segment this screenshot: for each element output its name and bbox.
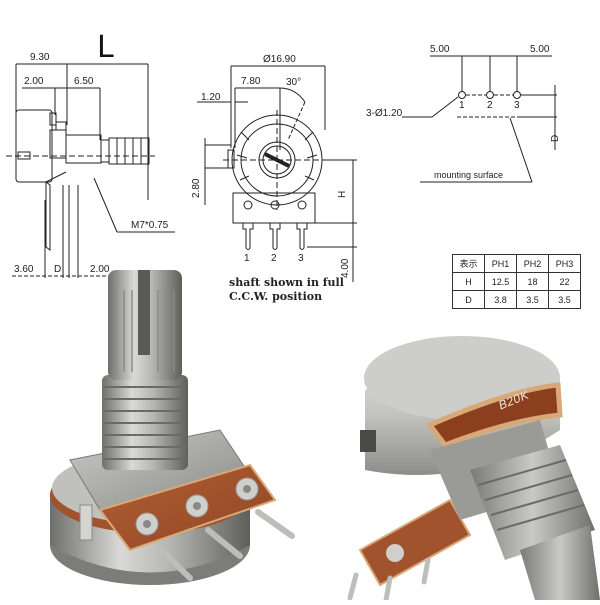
pcb-layout-drawing: 5.00 5.00 3-Ø1.20 1 2 3 D mounting surfa… bbox=[360, 30, 600, 200]
spec-table-header-cell: 表示 bbox=[452, 254, 485, 273]
front-pin-label-1: 1 bbox=[244, 253, 250, 264]
pcb-dimension-d-label: D bbox=[550, 134, 561, 142]
dimension-tab-width: 1.20 bbox=[201, 92, 221, 103]
dimension-tab-height: 2.80 bbox=[191, 178, 202, 198]
spec-table-row: H 12.5 18 22 bbox=[452, 272, 581, 291]
pcb-pin-label-3: 3 bbox=[514, 100, 520, 111]
spec-table-cell: 18 bbox=[516, 272, 549, 291]
dimension-left-pitch: 5.00 bbox=[430, 44, 450, 55]
angled-potentiometer-photo: B20K bbox=[320, 320, 600, 603]
shaft-position-note-line1: shaft shown in full bbox=[229, 276, 344, 289]
dimension-right-pitch: 5.00 bbox=[530, 44, 550, 55]
dimension-shaft-end: 2.00 bbox=[90, 264, 110, 275]
dimension-l-label: L bbox=[97, 30, 114, 65]
spec-table-row: D 3.8 3.5 3.5 bbox=[452, 290, 581, 309]
upright-potentiometer-illustration bbox=[50, 270, 295, 585]
side-view-drawing: L 9.30 2.00 6.50 M7*0.75 3.60 D 2.00 bbox=[0, 0, 200, 280]
spec-table: 表示 PH1 PH2 PH3 H 12.5 18 22 D 3.8 3.5 3.… bbox=[452, 254, 581, 309]
spec-table-header-cell: PH1 bbox=[484, 254, 517, 273]
spec-table-cell: 22 bbox=[548, 272, 581, 291]
front-pin-label-2: 2 bbox=[271, 253, 277, 264]
front-view-drawing: Ø16.90 7.80 30° 1.20 2.80 H 4.00 1 2 3 s… bbox=[185, 30, 385, 310]
dimension-bushing-offset: 2.00 bbox=[24, 76, 44, 87]
dimension-overall-body: 9.30 bbox=[30, 52, 50, 63]
spec-table-header-cell: PH2 bbox=[516, 254, 549, 273]
mounting-surface-label: mounting surface bbox=[434, 170, 504, 180]
front-pin-label-3: 3 bbox=[298, 253, 304, 264]
dimension-pin-offset: 3.60 bbox=[14, 264, 34, 275]
spec-table-header-row: 表示 PH1 PH2 PH3 bbox=[452, 254, 581, 273]
dimension-center-offset: 7.80 bbox=[241, 76, 261, 87]
spec-table-cell: H bbox=[452, 272, 485, 291]
spec-table-container: 表示 PH1 PH2 PH3 H 12.5 18 22 D 3.8 3.5 3.… bbox=[452, 254, 581, 309]
pcb-pin-label-1: 1 bbox=[459, 100, 465, 111]
side-view-lines bbox=[6, 63, 175, 278]
upright-potentiometer-photo bbox=[40, 260, 320, 600]
dimension-d-label: D bbox=[54, 264, 62, 275]
dimension-hole-diameter: 3-Ø1.20 bbox=[366, 108, 403, 119]
dimension-shaft-section: 6.50 bbox=[74, 76, 94, 87]
pcb-layout-lines bbox=[402, 55, 557, 183]
shaft-position-note-line2: C.C.W. position bbox=[229, 290, 323, 303]
pcb-pin-label-2: 2 bbox=[487, 100, 493, 111]
front-view-lines bbox=[197, 65, 357, 282]
angled-potentiometer-illustration bbox=[347, 336, 600, 603]
dimension-angle: 30° bbox=[286, 77, 302, 88]
dimension-diameter: Ø16.90 bbox=[263, 54, 296, 65]
spec-table-cell: 3.5 bbox=[516, 290, 549, 309]
dimension-h-label: H bbox=[337, 190, 348, 198]
spec-table-header-cell: PH3 bbox=[548, 254, 581, 273]
spec-table-cell: 12.5 bbox=[484, 272, 517, 291]
spec-table-cell: 3.8 bbox=[484, 290, 517, 309]
thread-callout: M7*0.75 bbox=[131, 220, 169, 231]
spec-table-cell: D bbox=[452, 290, 485, 309]
spec-table-cell: 3.5 bbox=[548, 290, 581, 309]
